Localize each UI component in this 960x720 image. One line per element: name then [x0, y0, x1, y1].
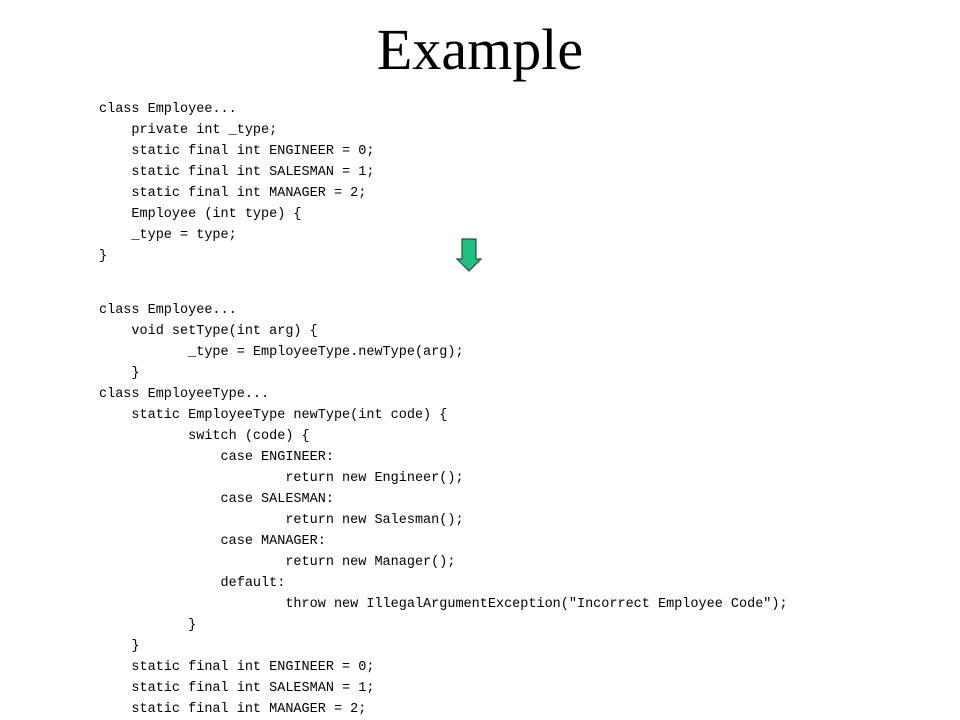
- code-line: throw new IllegalArgumentException("Inco…: [99, 597, 788, 612]
- code-line: }: [99, 639, 140, 654]
- code-line: static final int SALESMAN = 1;: [99, 165, 375, 180]
- code-line: }: [99, 618, 197, 633]
- slide-title: Example: [376, 17, 584, 82]
- code-line: _type = type;: [99, 228, 237, 243]
- code-line: switch (code) {: [99, 429, 310, 444]
- code-line: }: [99, 366, 140, 381]
- code-line: case ENGINEER:: [99, 450, 334, 465]
- code-line: static final int ENGINEER = 0;: [99, 660, 375, 675]
- code-line: return new Engineer();: [99, 471, 464, 486]
- code-line: return new Manager();: [99, 555, 456, 570]
- code-block-before: class Employee... private int _type; sta…: [99, 99, 374, 267]
- code-line: Employee (int type) {: [99, 207, 302, 222]
- code-line: case SALESMAN:: [99, 492, 334, 507]
- code-line: class Employee...: [99, 102, 237, 117]
- arrow-down-shape: [456, 238, 482, 272]
- code-block-after: class Employee... void setType(int arg) …: [99, 300, 788, 720]
- code-line: default:: [99, 576, 286, 591]
- code-line: static final int MANAGER = 2;: [99, 702, 367, 717]
- code-line: class EmployeeType...: [99, 387, 270, 402]
- code-line: }: [99, 249, 108, 264]
- code-line: private int _type;: [99, 123, 278, 138]
- code-line: static final int ENGINEER = 0;: [99, 144, 375, 159]
- arrow-down-icon: [456, 238, 482, 272]
- code-line: static final int SALESMAN = 1;: [99, 681, 375, 696]
- code-line: _type = EmployeeType.newType(arg);: [99, 345, 464, 360]
- code-line: static EmployeeType newType(int code) {: [99, 408, 448, 423]
- code-line: void setType(int arg) {: [99, 324, 318, 339]
- code-line: return new Salesman();: [99, 513, 464, 528]
- code-line: class Employee...: [99, 303, 237, 318]
- code-line: case MANAGER:: [99, 534, 326, 549]
- code-line: static final int MANAGER = 2;: [99, 186, 367, 201]
